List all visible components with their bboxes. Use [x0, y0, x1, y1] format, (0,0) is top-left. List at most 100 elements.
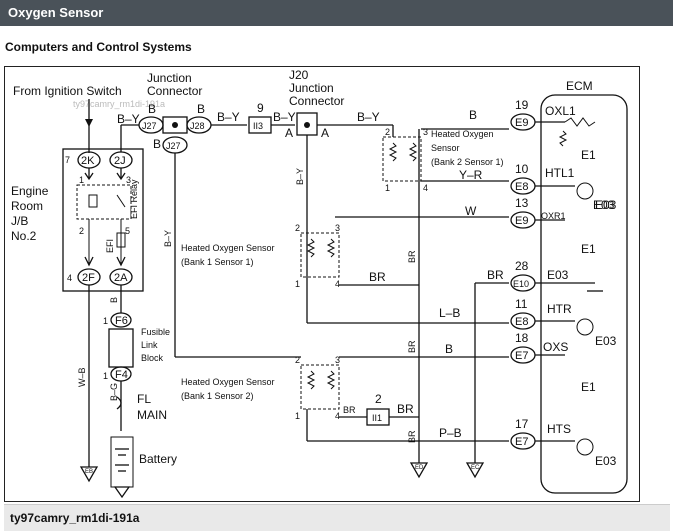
htr-transistor-icon	[576, 318, 594, 336]
j20-label-line2: Junction	[289, 81, 334, 95]
j20-node	[304, 122, 310, 128]
wire-wb-label: W–B	[77, 367, 87, 387]
ecm-ground-e1-1: E1	[581, 148, 596, 162]
pin-2: 2	[79, 226, 84, 236]
j27-b-label: B	[148, 102, 156, 116]
oxl1-resistor-icon	[564, 117, 596, 127]
ecm-pin-10: 10	[515, 162, 529, 176]
connector-e8-top-label: E8	[515, 181, 528, 193]
page-title: Oxygen Sensor	[8, 5, 104, 20]
connector-i11-label: II1	[372, 413, 382, 423]
wire-br-vert-1: BR	[407, 250, 417, 263]
ecm-term-htl1: HTL1	[545, 166, 575, 180]
connector-f6	[110, 312, 132, 328]
b2s1-sensor-icon	[408, 142, 418, 162]
b1s1-label-1: Heated Oxygen Sensor	[181, 243, 275, 253]
b1s2-pin2: 2	[295, 355, 300, 365]
efi-fuse	[116, 232, 126, 248]
wire-lb-label: L–B	[439, 306, 460, 320]
engine-room-jb	[62, 148, 144, 292]
wire-by-label-5: B–Y	[295, 168, 305, 185]
ecm-pin-13: 13	[515, 196, 529, 210]
ground-ec-icon	[465, 462, 485, 479]
fusible-line3: Block	[141, 353, 164, 363]
from-ignition-label: From Ignition Switch	[13, 84, 122, 98]
ecm-ground-e1-3: E1	[581, 380, 596, 394]
b1s2-heater-icon	[306, 370, 316, 390]
j27-bottom-b-label: B	[153, 137, 161, 151]
efi-relay-label: EFI Relay	[129, 179, 139, 219]
wire-w-label: W	[465, 204, 477, 218]
wire-by-label-4: B–Y	[357, 110, 380, 124]
ecm-ground-e03-1: E03	[593, 198, 615, 212]
arrow-2a-icon	[116, 256, 126, 267]
ecm-pin-19: 19	[515, 98, 529, 112]
ecm-pin-11: 11	[515, 297, 528, 311]
wiring-diagram: ty97camry_rm1di-191a From Ignition Switc…	[4, 66, 640, 502]
ecm-label: ECM	[566, 79, 593, 93]
connector-e7-bottom-label: E7	[515, 436, 528, 448]
connector-2j-label: 2J	[114, 155, 126, 167]
htl1-transistor-icon	[576, 182, 594, 200]
ecm-ground-e03-2: E03	[595, 334, 617, 348]
ecm-pin-18: 18	[515, 331, 529, 345]
b2s1-pin2: 2	[385, 127, 390, 137]
b1s1-pin2: 2	[295, 223, 300, 233]
b2s1-pin3: 3	[423, 127, 428, 137]
wiring-diagram-svg: ty97camry_rm1di-191a From Ignition Switc…	[11, 68, 628, 499]
caption-text: ty97camry_rm1di-191a	[10, 511, 140, 525]
connector-e8-mid-label: E8	[515, 316, 528, 328]
wire-by-label-1: B–Y	[117, 112, 140, 126]
connector-2a-label: 2A	[114, 272, 128, 284]
fl-main-line1: FL	[137, 392, 151, 406]
b2s1-heater-icon	[388, 142, 398, 162]
b2s1-label-3: (Bank 2 Sensor 1)	[431, 157, 504, 167]
wire-br-label-4: BR	[397, 402, 414, 416]
b1s2-sensor-icon	[326, 370, 336, 390]
wire-by-label-6: B–Y	[163, 230, 173, 247]
connector-j27-bottom-label: J27	[166, 141, 181, 151]
pin-5: 5	[125, 226, 130, 236]
connector-e7-mid-label: E7	[515, 350, 528, 362]
wire-br-label-3: BR	[343, 405, 356, 415]
ecm-term-oxr1: OXR1	[541, 211, 566, 221]
b1s2-label-1: Heated Oxygen Sensor	[181, 377, 275, 387]
junction-node	[172, 122, 178, 128]
b1s1-label-2: (Bank 1 Sensor 1)	[181, 257, 254, 267]
wire-b-label-e7: B	[445, 342, 453, 356]
ecm-term-oxs: OXS	[543, 340, 568, 354]
ignition-arrow-icon	[85, 119, 93, 127]
ground-eb-label: EB	[85, 469, 93, 475]
connector-i13-label: II3	[253, 121, 263, 131]
header-bar: Oxygen Sensor	[0, 0, 673, 26]
efi-fuse-label: EFI	[105, 239, 115, 253]
b2s1-pin1: 1	[385, 183, 390, 193]
e1-resistor-1-icon	[558, 130, 568, 147]
fusible-line1: Fusible	[141, 327, 170, 337]
ecm-ground-e03-3: E03	[595, 454, 617, 468]
b1s2-pin4: 4	[335, 411, 340, 421]
fl-main-line2: MAIN	[137, 408, 167, 422]
b1s1-pin1: 1	[295, 279, 300, 289]
b1s1-pin3: 3	[335, 223, 340, 233]
pin-7: 7	[65, 155, 70, 165]
ground-ec-label: EC	[471, 465, 480, 471]
wire-yr-label: Y–R	[459, 168, 483, 182]
wire-by-label-3: B–Y	[273, 110, 296, 124]
i13-pin-label: 9	[257, 101, 264, 115]
connector-e9-top-label: E9	[515, 117, 528, 129]
pin-3: 3	[126, 175, 131, 185]
relay-arrow-left-icon	[84, 168, 94, 181]
wire-b-label-e9: B	[469, 108, 477, 122]
engine-room-line4: No.2	[11, 229, 37, 243]
pin-f6-1: 1	[103, 316, 108, 326]
ecm-box	[540, 94, 628, 494]
ecm-pin-28: 28	[515, 259, 529, 273]
connector-e10-label: E10	[513, 279, 529, 289]
hts-transistor-icon	[576, 438, 594, 456]
fusible-line2: Link	[141, 340, 158, 350]
efi-relay-box	[76, 184, 132, 220]
arrow-2f-icon	[84, 256, 94, 267]
wire-br-vert-2: BR	[407, 340, 417, 353]
wire-bg-label: B–G	[109, 383, 119, 401]
